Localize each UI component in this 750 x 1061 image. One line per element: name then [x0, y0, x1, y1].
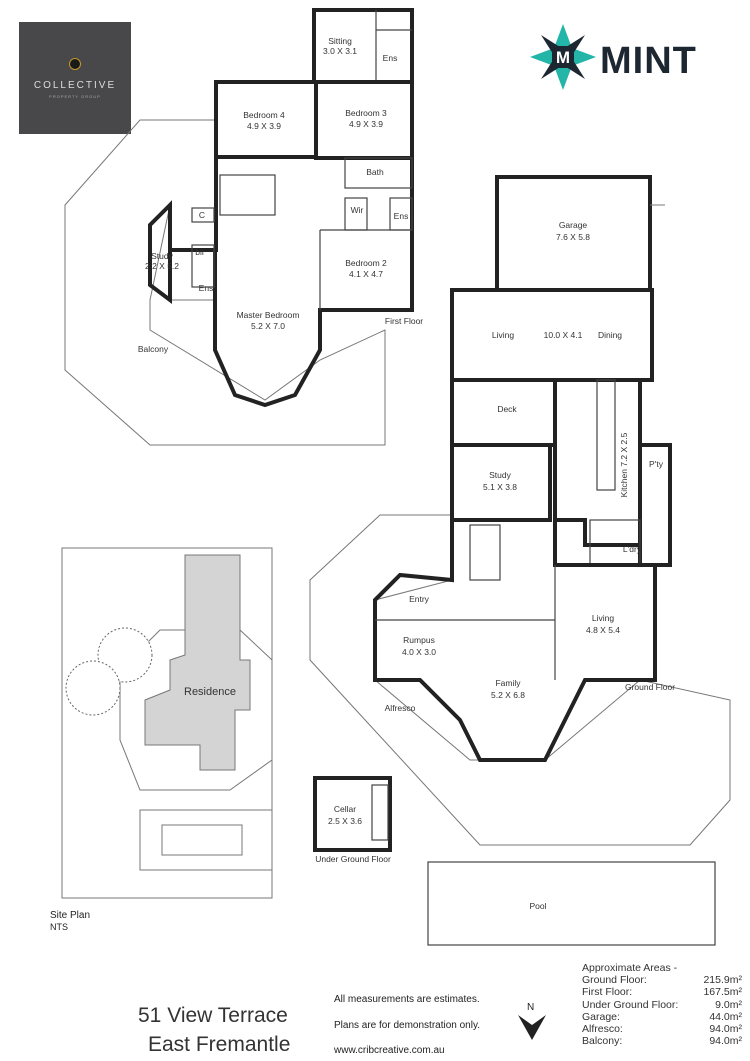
- address-line-1: 51 View Terrace: [138, 1004, 288, 1027]
- room-bir: bir: [195, 247, 205, 257]
- area-row: Ground Floor: 215.9m²: [582, 974, 742, 986]
- area-value: 215.9m²: [703, 974, 742, 987]
- collective-name: COLLECTIVE: [33, 80, 117, 91]
- room-family-size: 5.2 X 6.8: [491, 690, 525, 700]
- room-cellar: Cellar: [334, 804, 356, 814]
- address-line-2: East Fremantle: [148, 1033, 290, 1056]
- ground-floor-label: Ground Floor: [625, 682, 675, 692]
- area-value: 167.5m²: [703, 986, 742, 999]
- area-row: Alfresco: 94.0m²: [582, 1023, 742, 1035]
- room-garage: Garage: [559, 220, 588, 230]
- room-study-gf: Study: [489, 470, 511, 480]
- first-floor-label: First Floor: [385, 316, 423, 326]
- site-plan-scale: NTS: [50, 922, 68, 932]
- area-value: 94.0m²: [709, 1023, 742, 1036]
- area-value: 9.0m²: [715, 998, 742, 1011]
- under-ground-plan: Cellar 2.5 X 3.6 Under Ground Floor: [313, 776, 392, 864]
- collective-sub: PROPERTY GROUP: [49, 94, 101, 99]
- room-ens-3: Ens: [199, 283, 214, 293]
- room-laundry: L'dry: [623, 544, 642, 554]
- site-plan-title: Site Plan: [50, 910, 90, 921]
- approximate-areas: Approximate Areas - Ground Floor: 215.9m²…: [582, 962, 742, 1047]
- room-c: C: [199, 210, 205, 220]
- room-study-ff-size: 2.2 X 5.2: [145, 261, 179, 271]
- room-sitting: Sitting: [328, 36, 352, 46]
- room-living-lower: Living: [592, 613, 614, 623]
- room-bedroom-3-size: 4.9 X 3.9: [349, 119, 383, 129]
- under-ground-label: Under Ground Floor: [315, 854, 391, 864]
- mint-logo-text: MINT: [600, 40, 697, 82]
- mint-star-icon: M: [530, 24, 596, 90]
- site-plan: Residence: [61, 547, 273, 899]
- tree-icon: [65, 660, 121, 716]
- room-bedroom-2: Bedroom 2: [345, 258, 387, 268]
- room-garage-size: 7.6 X 5.8: [556, 232, 590, 242]
- room-bedroom-3: Bedroom 3: [345, 108, 387, 118]
- area-row: First Floor: 167.5m²: [582, 986, 742, 998]
- room-master-size: 5.2 X 7.0: [251, 321, 285, 331]
- area-label: Alfresco:: [582, 1023, 623, 1036]
- room-dining: Dining: [598, 330, 622, 340]
- north-label: N: [527, 1002, 534, 1013]
- room-master: Master Bedroom: [237, 310, 300, 320]
- area-row: Under Ground Floor: 9.0m²: [582, 999, 742, 1011]
- room-entry: Entry: [409, 594, 430, 604]
- note-website: www.cribcreative.com.au: [333, 1045, 445, 1056]
- area-value: 44.0m²: [709, 1010, 742, 1023]
- areas-title: Approximate Areas -: [582, 962, 678, 974]
- room-wir: Wir: [351, 205, 364, 215]
- room-living-upper: Living: [492, 330, 514, 340]
- pool-outline: [427, 861, 716, 946]
- room-bedroom-4-size: 4.9 X 3.9: [247, 121, 281, 131]
- area-label: Ground Floor:: [582, 974, 647, 987]
- room-cellar-size: 2.5 X 3.6: [328, 816, 362, 826]
- area-label: Garage:: [582, 1010, 620, 1023]
- note-demonstration: Plans are for demonstration only.: [334, 1020, 480, 1031]
- room-study-gf-size: 5.1 X 3.8: [483, 482, 517, 492]
- area-value: 94.0m²: [709, 1035, 742, 1048]
- room-family: Family: [495, 678, 521, 688]
- svg-text:M: M: [556, 48, 570, 67]
- room-ens-2: Ens: [394, 211, 409, 221]
- room-sitting-size: 3.0 X 3.1: [323, 46, 357, 56]
- balcony-outline: [64, 119, 386, 446]
- ground-floor-plan: Garage 7.6 X 5.8 Living 10.0 X 4.1 Dinin…: [309, 175, 731, 846]
- note-estimates: All measurements are estimates.: [334, 994, 480, 1005]
- room-study-ff: Study: [151, 251, 173, 261]
- room-ens-1: Ens: [383, 53, 398, 63]
- residence-label: Residence: [184, 686, 236, 698]
- area-row: Garage: 44.0m²: [582, 1011, 742, 1023]
- area-row: Balcony: 94.0m²: [582, 1035, 742, 1047]
- north-arrow-icon: N: [518, 1002, 546, 1040]
- room-bath: Bath: [366, 167, 384, 177]
- room-bedroom-2-size: 4.1 X 4.7: [349, 269, 383, 279]
- pool-label: Pool: [529, 901, 546, 911]
- room-kitchen: Kitchen 7.2 X 2.5: [619, 432, 629, 497]
- room-bedroom-4: Bedroom 4: [243, 110, 285, 120]
- area-label: Under Ground Floor:: [582, 998, 679, 1011]
- room-alfresco: Alfresco: [385, 703, 416, 713]
- collective-mark-icon: [69, 58, 81, 70]
- room-rumpus: Rumpus: [403, 635, 435, 645]
- area-label: First Floor:: [582, 986, 633, 999]
- area-label: Balcony:: [582, 1035, 623, 1048]
- room-living-dining-size: 10.0 X 4.1: [544, 330, 583, 340]
- room-pantry: P'ty: [649, 459, 664, 469]
- room-deck: Deck: [497, 404, 517, 414]
- first-floor-plan: Sitting 3.0 X 3.1 Ens Bedroom 4 4.9 X 3.…: [64, 8, 423, 446]
- room-balcony: Balcony: [138, 344, 169, 354]
- collective-logo: COLLECTIVE PROPERTY GROUP: [19, 22, 131, 134]
- room-living-lower-size: 4.8 X 5.4: [586, 625, 620, 635]
- room-rumpus-size: 4.0 X 3.0: [402, 647, 436, 657]
